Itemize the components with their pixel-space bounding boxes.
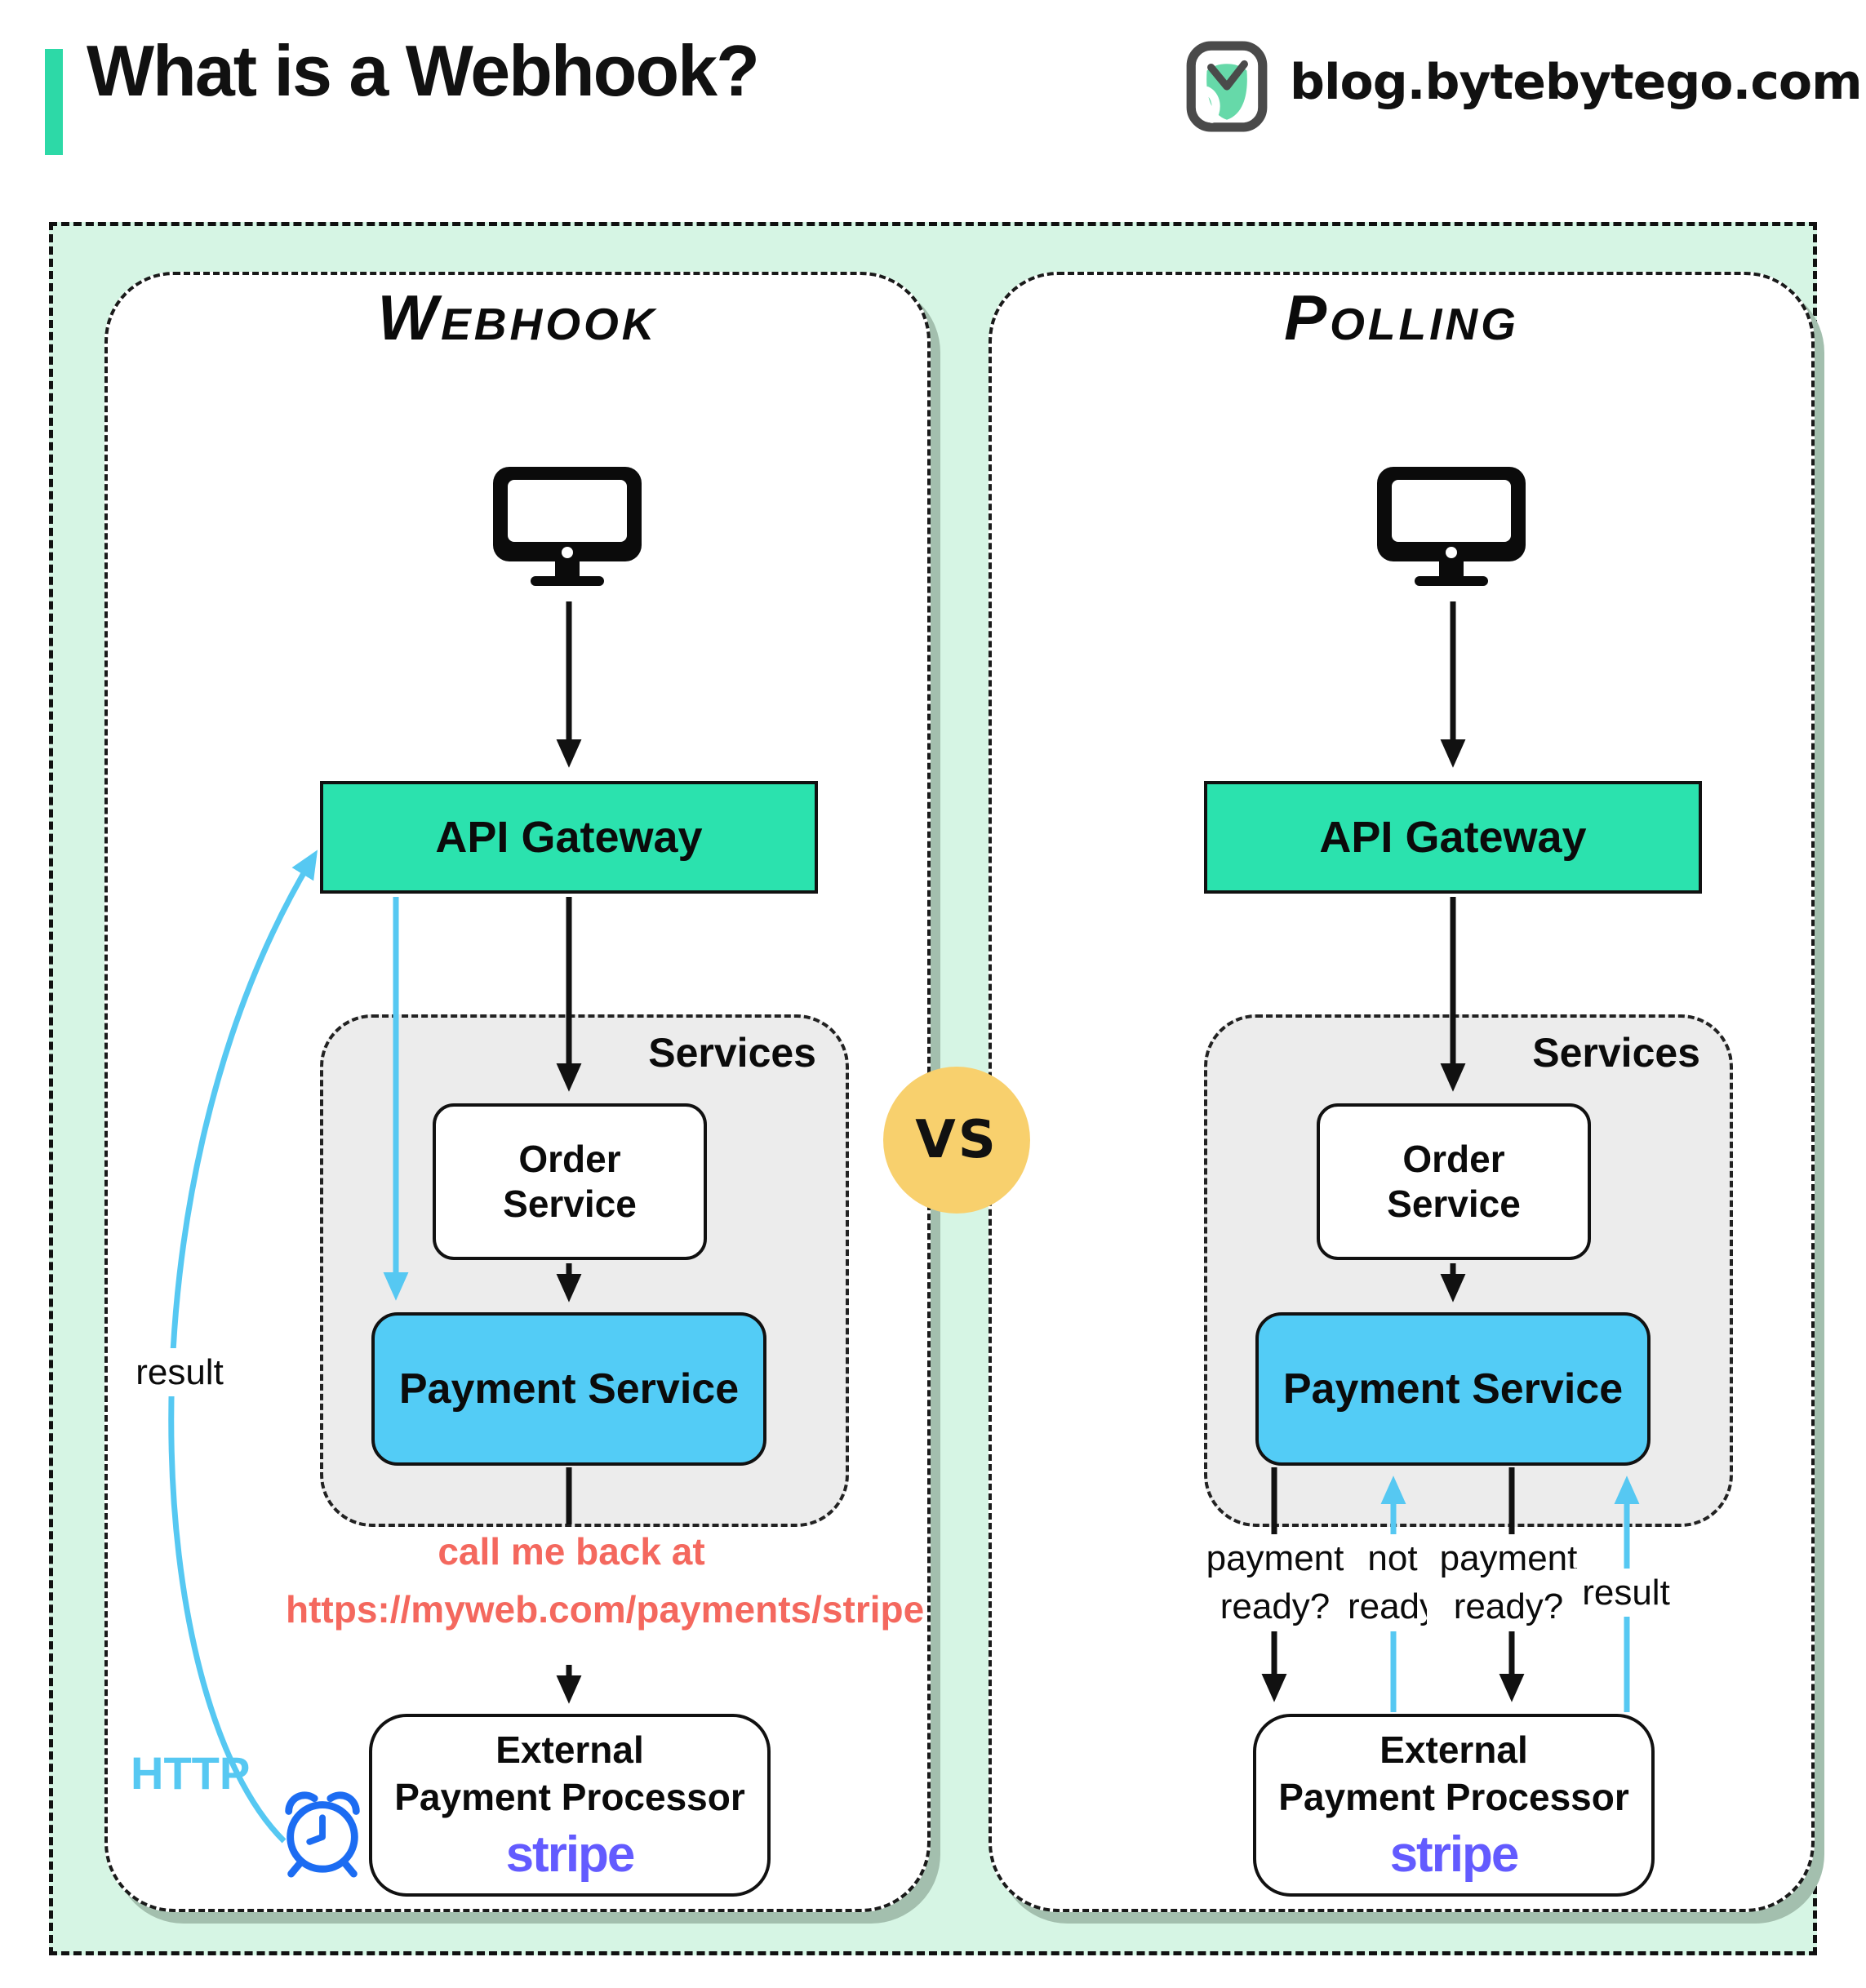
polling-panel-title: Polling	[1284, 282, 1519, 353]
bytebytego-logo-icon	[1186, 41, 1268, 132]
external-processor-line1: External	[1380, 1728, 1528, 1771]
external-processor-line2: Payment Processor	[394, 1775, 745, 1818]
payment-service-label: Payment Service	[1282, 1365, 1624, 1413]
payment-service-node: Payment Service	[371, 1312, 766, 1466]
order-service-node: Order Service	[1317, 1103, 1591, 1260]
external-processor-node: External Payment Processor stripe	[1253, 1714, 1655, 1897]
api-gateway-node: API Gateway	[1204, 781, 1702, 894]
stripe-logo: stripe	[505, 1826, 636, 1883]
api-gateway-label: API Gateway	[435, 813, 703, 862]
external-processor-line1: External	[495, 1728, 644, 1771]
order-service-label: Order Service	[1387, 1137, 1521, 1225]
order-service-node: Order Service	[433, 1103, 707, 1260]
external-processor-node: External Payment Processor stripe	[369, 1714, 771, 1897]
callback-line2: https://myweb.com/payments/stripe	[286, 1588, 925, 1631]
services-group-label: Services	[1532, 1030, 1700, 1076]
payment-service-node: Payment Service	[1255, 1312, 1651, 1466]
title-accent-bar	[45, 49, 63, 155]
callback-annotation: call me back at https://myweb.com/paymen…	[286, 1523, 925, 1640]
site-name: blog.bytebytego.com	[1290, 54, 1863, 111]
vs-badge: VS	[883, 1067, 1030, 1214]
callback-line1: call me back at	[438, 1530, 705, 1573]
api-gateway-node: API Gateway	[320, 781, 818, 894]
webhook-panel-title: Webhook	[377, 282, 658, 353]
stripe-logo: stripe	[1389, 1826, 1520, 1883]
http-label: HTTP	[131, 1747, 251, 1799]
payment-ready-label: payment ready?	[1193, 1534, 1357, 1631]
payment-service-label: Payment Service	[398, 1365, 740, 1413]
services-group-label: Services	[648, 1030, 816, 1076]
page-title: What is a Webhook?	[87, 30, 760, 111]
monitor-icon	[1377, 467, 1526, 586]
order-service-label: Order Service	[503, 1137, 637, 1225]
payment-ready-label: payment ready?	[1427, 1534, 1590, 1631]
result-label: result	[1569, 1569, 1683, 1617]
external-processor-line2: Payment Processor	[1278, 1775, 1629, 1818]
result-label: result	[122, 1348, 237, 1397]
api-gateway-label: API Gateway	[1319, 813, 1587, 862]
monitor-icon	[493, 467, 642, 586]
alarm-clock-icon	[285, 1791, 360, 1878]
